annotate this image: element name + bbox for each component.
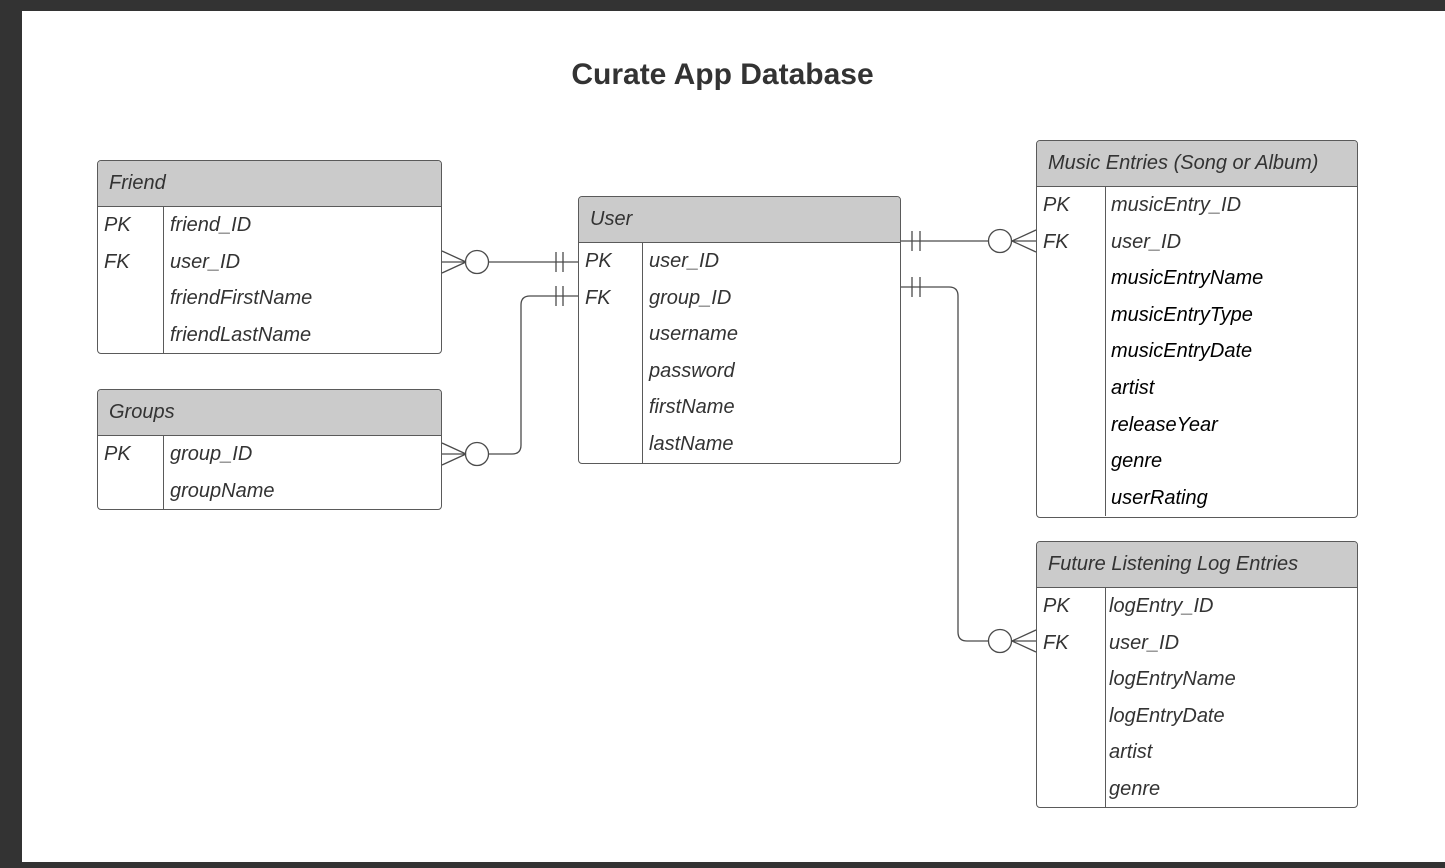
key-label: FK xyxy=(585,286,611,309)
attribute-row: lastName xyxy=(579,426,900,463)
attribute-row: FK group_ID xyxy=(579,280,900,317)
entity-groups-attributes: PK group_ID groupName xyxy=(98,436,441,509)
attribute-name: musicEntryDate xyxy=(1111,340,1253,363)
diagram-title: Curate App Database xyxy=(571,58,874,91)
key-column-divider xyxy=(579,243,643,463)
attribute-name: lastName xyxy=(649,432,734,455)
attribute-name: user_ID xyxy=(1111,230,1182,253)
attribute-name: user_ID xyxy=(1109,631,1180,654)
relationship-user-music-entries xyxy=(901,228,1037,254)
entity-friend-title: Friend xyxy=(98,161,441,207)
entity-user-attributes: PK user_ID FK group_ID username password f… xyxy=(579,243,900,463)
relationship-user-listening-log xyxy=(901,277,1037,654)
attribute-name: artist xyxy=(1109,741,1153,764)
attribute-name: user_ID xyxy=(170,250,241,273)
key-label: FK xyxy=(1043,631,1069,654)
relationship-groups-user xyxy=(441,286,578,467)
attribute-row: password xyxy=(579,353,900,390)
relationship-friend-user xyxy=(441,249,578,275)
attribute-name: logEntryDate xyxy=(1109,704,1225,727)
entity-groups-title: Groups xyxy=(98,390,441,436)
attribute-name: friendFirstName xyxy=(170,287,313,310)
attribute-name: username xyxy=(649,323,738,346)
entity-music-entries-title: Music Entries (Song or Album) xyxy=(1037,141,1357,187)
attribute-name: musicEntryType xyxy=(1111,303,1253,326)
attribute-row: FK user_ID xyxy=(1037,224,1357,261)
attribute-name: genre xyxy=(1111,450,1163,473)
attribute-name: musicEntry_ID xyxy=(1111,194,1242,216)
attribute-name: firstName xyxy=(649,396,735,419)
key-label: FK xyxy=(1043,230,1069,253)
attribute-row: PK logEntry_ID xyxy=(1037,588,1357,625)
entity-music-entries[interactable]: Music Entries (Song or Album) PK musicEnt… xyxy=(1036,140,1358,518)
attribute-row: firstName xyxy=(579,389,900,426)
entity-user[interactable]: User PK user_ID FK group_ID username passw… xyxy=(578,196,901,464)
attribute-row: artist xyxy=(1037,734,1357,771)
key-label: FK xyxy=(104,250,130,273)
attribute-row: musicEntryDate xyxy=(1037,333,1357,370)
entity-groups[interactable]: Groups PK group_ID groupName xyxy=(97,389,442,510)
entity-future-listening-log-attributes: PK logEntry_ID FK user_ID logEntryName log… xyxy=(1037,588,1357,807)
key-column-divider xyxy=(1037,187,1106,517)
attribute-name: user_ID xyxy=(649,250,720,272)
attribute-row: friendLastName xyxy=(98,317,441,353)
key-column-divider xyxy=(98,436,164,509)
key-column-divider xyxy=(98,207,164,353)
attribute-row: logEntryName xyxy=(1037,661,1357,698)
entity-friend[interactable]: Friend PK friend_ID FK user_ID friendFirst… xyxy=(97,160,442,354)
attribute-name: musicEntryName xyxy=(1111,267,1264,290)
attribute-row: releaseYear xyxy=(1037,407,1357,444)
key-label: PK xyxy=(1043,194,1070,216)
key-label: PK xyxy=(104,214,131,236)
attribute-row: genre xyxy=(1037,443,1357,480)
attribute-name: genre xyxy=(1109,777,1161,800)
attribute-name: friendLastName xyxy=(170,323,312,346)
entity-user-title: User xyxy=(579,197,900,243)
entity-future-listening-log[interactable]: Future Listening Log Entries PK logEntry_… xyxy=(1036,541,1358,808)
attribute-name: friend_ID xyxy=(170,214,252,236)
attribute-name: releaseYear xyxy=(1111,413,1218,436)
attribute-name: groupName xyxy=(170,479,275,502)
entity-music-entries-attributes: PK musicEntry_ID FK user_ID musicEntryName… xyxy=(1037,187,1357,517)
attribute-name: group_ID xyxy=(649,286,732,309)
attribute-row: username xyxy=(579,316,900,353)
attribute-row: PK user_ID xyxy=(579,243,900,280)
key-column-divider xyxy=(1037,588,1106,807)
attribute-row: musicEntryType xyxy=(1037,297,1357,334)
attribute-name: logEntryName xyxy=(1109,668,1236,691)
attribute-row: friendFirstName xyxy=(98,280,441,317)
attribute-row: PK musicEntry_ID xyxy=(1037,187,1357,224)
attribute-name: userRating xyxy=(1111,486,1208,509)
attribute-name: logEntry_ID xyxy=(1109,595,1214,617)
attribute-row: PK group_ID xyxy=(98,436,441,473)
attribute-row: genre xyxy=(1037,771,1357,807)
attribute-row: artist xyxy=(1037,370,1357,407)
attribute-row: PK friend_ID xyxy=(98,207,441,244)
key-label: PK xyxy=(104,443,131,465)
entity-future-listening-log-title: Future Listening Log Entries xyxy=(1037,542,1357,588)
attribute-row: groupName xyxy=(98,473,441,509)
attribute-row: FK user_ID xyxy=(98,244,441,281)
entity-friend-attributes: PK friend_ID FK user_ID friendFirstName fr… xyxy=(98,207,441,353)
attribute-row: musicEntryName xyxy=(1037,260,1357,297)
key-label: PK xyxy=(1043,595,1070,617)
attribute-name: password xyxy=(649,359,735,382)
attribute-name: group_ID xyxy=(170,443,253,465)
attribute-row: logEntryDate xyxy=(1037,698,1357,735)
attribute-row: FK user_ID xyxy=(1037,625,1357,662)
key-label: PK xyxy=(585,250,612,272)
attribute-row: userRating xyxy=(1037,480,1357,517)
attribute-name: artist xyxy=(1111,376,1155,399)
